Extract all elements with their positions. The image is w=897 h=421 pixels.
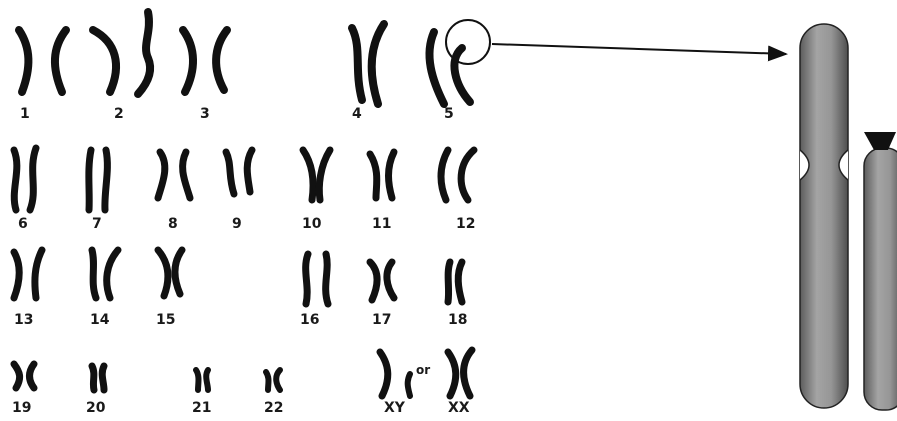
label-xx: XX [448,400,470,416]
label-xy: XY [384,400,406,416]
label-8: 8 [168,216,178,232]
pair-8 [154,148,194,202]
pair-14 [88,246,122,302]
pair-21 [193,367,211,393]
pair-11 [366,148,398,202]
pair-6 [10,144,40,214]
pair-12 [437,146,478,204]
y-chromosome [404,371,413,399]
pair-9 [222,146,256,198]
chromosome-pairs [10,8,478,400]
label-21: 21 [192,400,211,416]
pair-13 [10,246,46,302]
pair-1 [15,26,70,96]
label-14: 14 [90,312,110,328]
pair-19 [10,360,38,392]
pair-4 [348,20,388,108]
pair-22 [263,367,283,393]
circle-highlight-icon [445,19,491,65]
x-chromosome [460,346,476,400]
label-18: 18 [448,312,467,328]
pair-18 [444,258,466,306]
chromatid-right-top [864,132,896,150]
or-text: or [416,363,430,377]
x-chromosome [376,348,392,400]
chromatid-right [863,147,897,411]
label-7: 7 [92,216,102,232]
label-13: 13 [14,312,33,328]
sex-chromosomes [376,346,476,400]
chromatid-left [799,23,849,409]
pair-10 [299,146,334,204]
magnified-chromosome [799,23,897,411]
pair-7 [85,146,111,214]
pair-5 [425,28,474,108]
pair-17 [366,258,398,304]
pair-15 [154,246,186,300]
pair-labels: 1 2 3 4 5 6 7 8 9 10 11 12 13 14 15 16 1… [12,106,475,416]
label-6: 6 [18,216,28,232]
label-19: 19 [12,400,31,416]
label-16: 16 [300,312,319,328]
label-10: 10 [302,216,322,232]
label-4: 4 [352,106,362,122]
label-15: 15 [156,312,175,328]
label-17: 17 [372,312,391,328]
label-3: 3 [200,106,210,122]
pair-20 [88,362,108,394]
label-20: 20 [86,400,106,416]
label-22: 22 [264,400,283,416]
label-5: 5 [444,106,454,122]
pair-2 [89,8,155,98]
arrow-right-icon [491,43,788,62]
label-9: 9 [232,216,242,232]
pair-3 [179,26,231,96]
label-12: 12 [456,216,475,232]
x-chromosome [444,348,460,400]
label-2: 2 [114,106,124,122]
pair-16 [302,250,332,308]
label-11: 11 [372,216,391,232]
label-1: 1 [20,106,30,122]
